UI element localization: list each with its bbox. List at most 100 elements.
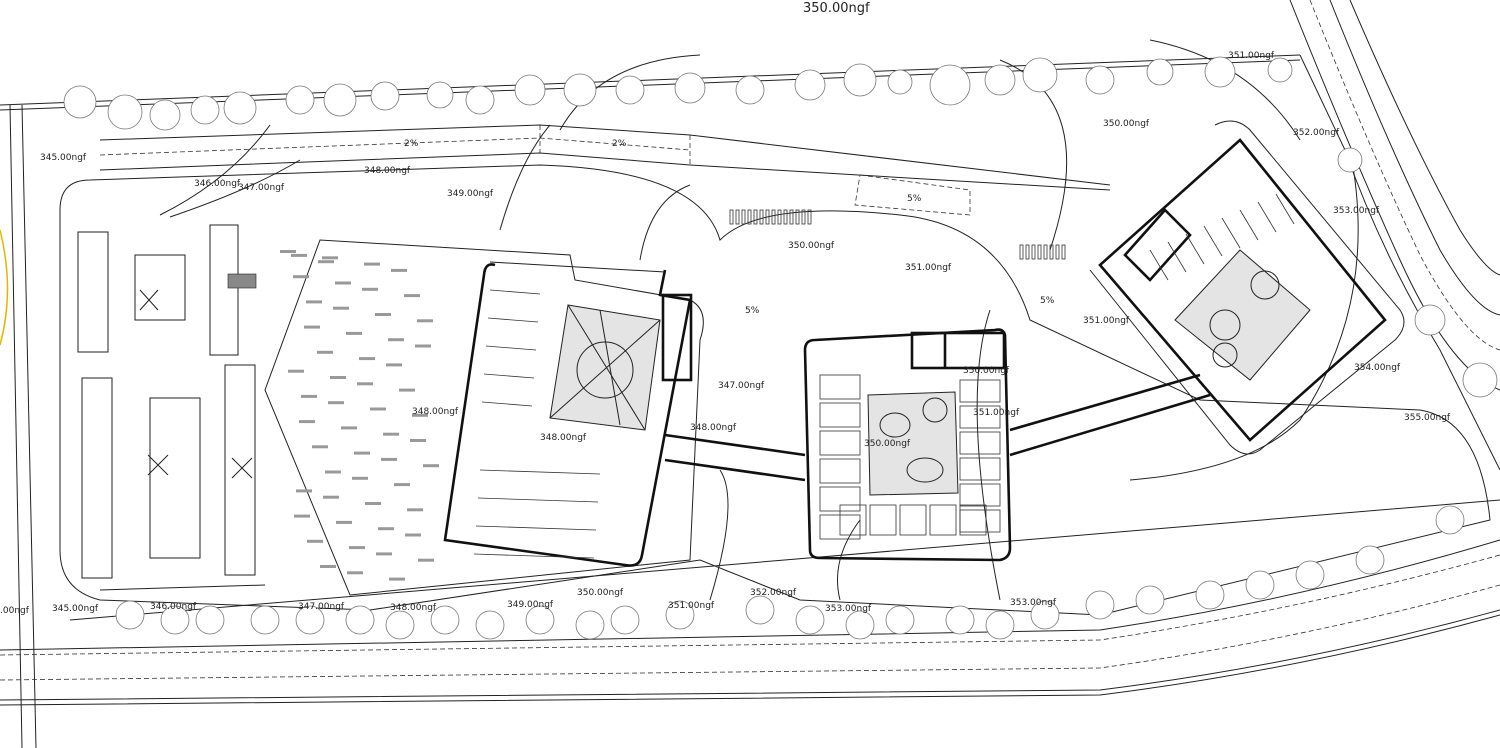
planting-bar bbox=[318, 260, 334, 264]
planting-bar bbox=[407, 508, 423, 512]
planting-bar bbox=[423, 464, 439, 468]
stall-line bbox=[1275, 193, 1295, 225]
planting-bar bbox=[370, 407, 386, 411]
stall-line bbox=[1149, 249, 1169, 281]
tree bbox=[929, 64, 971, 106]
building-c bbox=[1089, 120, 1405, 455]
stall-line bbox=[477, 497, 599, 503]
tree bbox=[735, 75, 765, 105]
tree bbox=[745, 595, 775, 625]
crossing-stripe bbox=[741, 209, 746, 225]
planting-bar bbox=[417, 319, 433, 323]
tree bbox=[1267, 57, 1293, 83]
level-label: 354.00ngf bbox=[1354, 363, 1401, 373]
level-label: 350.00ngf bbox=[788, 241, 835, 251]
tree bbox=[563, 73, 597, 107]
crossing-stripe bbox=[1037, 244, 1042, 260]
planting-bar bbox=[388, 338, 404, 342]
stall-line bbox=[1221, 217, 1241, 249]
level-label: 350.00ngf bbox=[864, 439, 911, 449]
crossing-stripe bbox=[1025, 244, 1030, 260]
level-label: 352.00ngf bbox=[750, 588, 797, 598]
crossing-stripe bbox=[795, 209, 800, 225]
room bbox=[819, 402, 861, 428]
north-path bbox=[99, 124, 1111, 216]
crossing-stripe bbox=[771, 209, 776, 225]
tree bbox=[285, 85, 315, 115]
planting-bar bbox=[347, 571, 363, 575]
planting-bar bbox=[389, 577, 405, 581]
tree bbox=[107, 94, 143, 130]
tree bbox=[615, 75, 645, 105]
tree bbox=[190, 95, 220, 125]
planting-bar bbox=[317, 350, 333, 354]
planting-bars bbox=[280, 250, 439, 581]
planting-bar bbox=[296, 489, 312, 493]
stall-line bbox=[1257, 201, 1277, 233]
tree bbox=[1245, 570, 1275, 600]
stall-line bbox=[1185, 233, 1205, 265]
planting-bar bbox=[320, 565, 336, 568]
level-label: 353.00ngf bbox=[825, 604, 872, 614]
planting-bar bbox=[341, 426, 357, 430]
planting-bar bbox=[365, 502, 381, 505]
crossing-stripe bbox=[1061, 244, 1066, 260]
tree bbox=[525, 605, 555, 635]
planting-bar bbox=[375, 313, 391, 316]
tree bbox=[795, 605, 825, 635]
planting-bar bbox=[354, 451, 370, 455]
planting-bar bbox=[349, 546, 365, 550]
tree bbox=[887, 69, 913, 95]
planting-bar bbox=[328, 401, 344, 405]
room bbox=[819, 430, 861, 456]
east-road bbox=[1289, 0, 1500, 391]
bridge-a-b bbox=[664, 433, 806, 482]
parking-block bbox=[77, 224, 266, 591]
tree bbox=[465, 85, 495, 115]
planting-bar bbox=[383, 432, 399, 436]
tree bbox=[1355, 545, 1385, 575]
tree bbox=[845, 610, 875, 640]
planting-bar bbox=[294, 514, 310, 518]
stall-line bbox=[487, 317, 539, 323]
room bbox=[959, 509, 1001, 533]
planting-bar bbox=[410, 439, 426, 442]
planting-bar bbox=[415, 344, 431, 348]
level-label: 353.00ngf bbox=[1333, 206, 1380, 216]
tree bbox=[1435, 505, 1465, 535]
level-label: 350.00ngf bbox=[1103, 119, 1150, 129]
plaza-building bbox=[264, 239, 704, 596]
level-label: 350.00ngf bbox=[577, 588, 624, 598]
west-road bbox=[9, 104, 37, 748]
planting-bar bbox=[291, 253, 307, 257]
crossing-stripe bbox=[807, 209, 812, 225]
slope-label: 2% bbox=[404, 139, 419, 149]
planting-bar bbox=[333, 306, 349, 310]
stall-line bbox=[473, 553, 595, 559]
slope-label: 5% bbox=[745, 306, 760, 316]
site-boundary-accent bbox=[0, 229, 9, 346]
level-label: 348.00ngf bbox=[690, 423, 737, 433]
tree bbox=[1085, 590, 1115, 620]
tree bbox=[1204, 56, 1236, 88]
tree bbox=[1146, 58, 1174, 86]
tree bbox=[843, 63, 877, 97]
tree bbox=[1195, 580, 1225, 610]
level-label: 347.00ngf bbox=[238, 183, 285, 193]
tree bbox=[885, 605, 915, 635]
planting-bar bbox=[391, 268, 407, 272]
planting-bar bbox=[357, 382, 373, 386]
slope-label: 5% bbox=[1040, 296, 1055, 306]
stall-line bbox=[489, 289, 541, 295]
planting-bar bbox=[312, 445, 328, 449]
stall-line bbox=[1239, 209, 1259, 241]
crossing-stripe bbox=[801, 209, 806, 225]
contour-lines bbox=[159, 39, 1359, 601]
tree bbox=[1462, 362, 1498, 398]
planting-bar bbox=[323, 495, 339, 499]
crossing-stripe bbox=[789, 209, 794, 225]
level-label: 351.00ngf bbox=[973, 408, 1020, 418]
tree bbox=[794, 69, 826, 101]
tree bbox=[514, 74, 546, 106]
